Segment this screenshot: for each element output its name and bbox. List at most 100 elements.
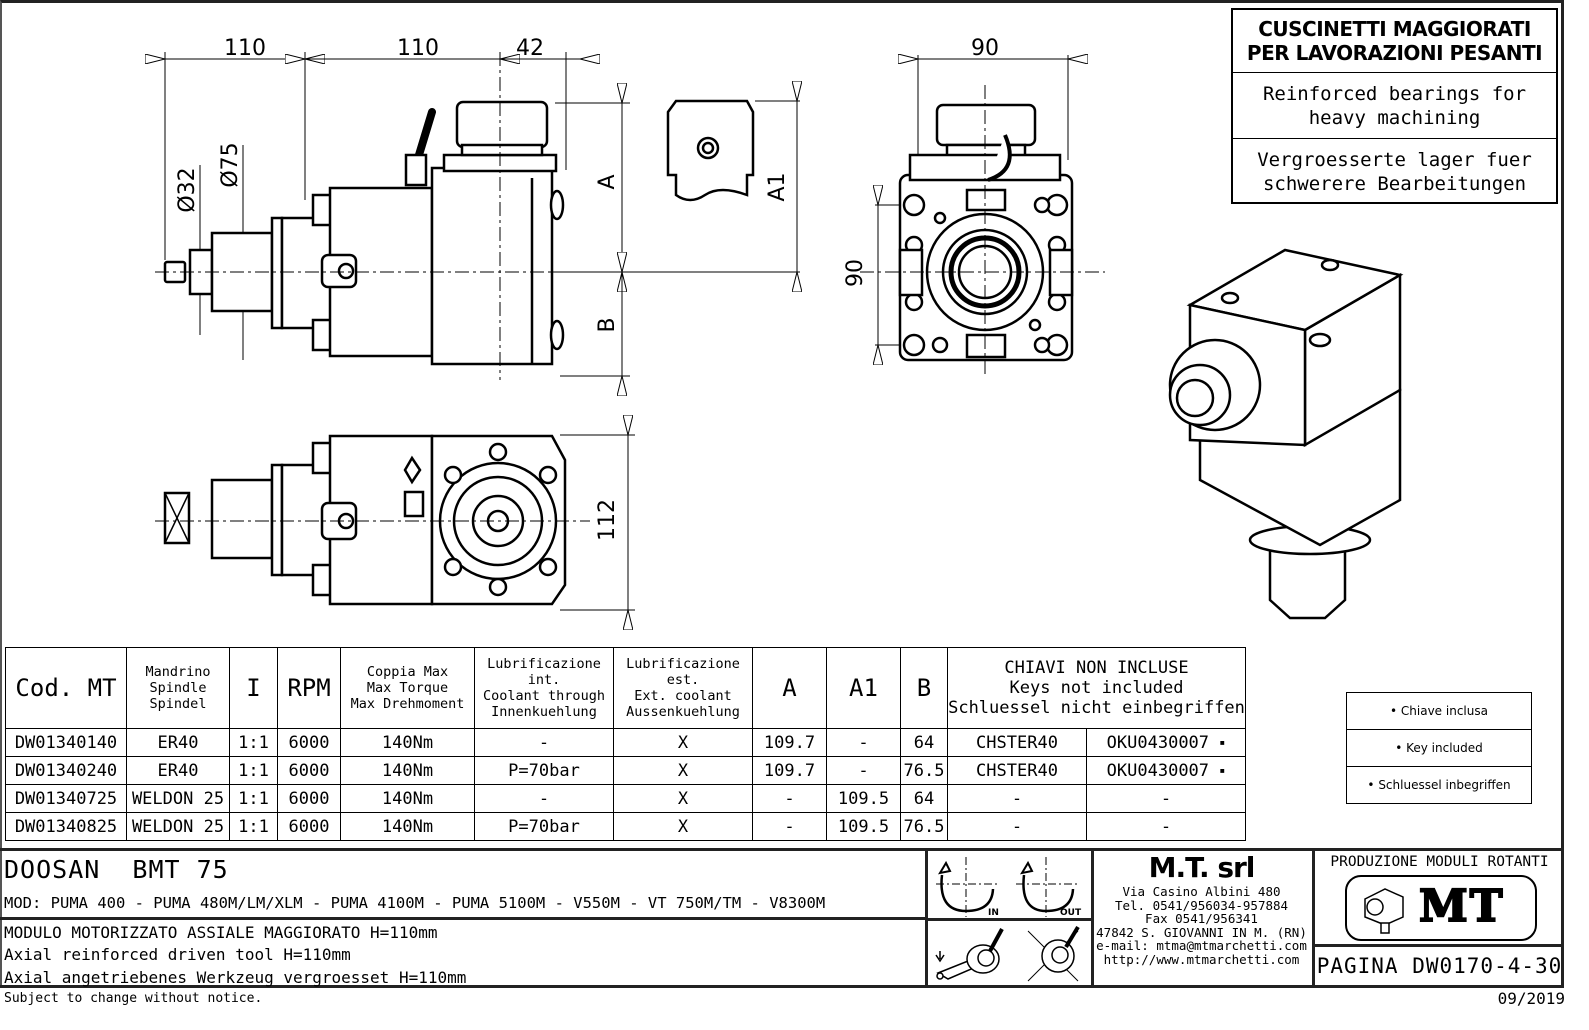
header-torque-it: Coppia Max	[366, 664, 449, 680]
note-it-line1: CUSCINETTI MAGGIORATI	[1258, 17, 1531, 41]
wrench-correct-icon	[935, 928, 1004, 980]
key-legend: • Chiave inclusa • Key included • Schlue…	[1346, 692, 1532, 804]
compatible-models: MOD: PUMA 400 - PUMA 480M/LM/XLM - PUMA …	[4, 894, 826, 912]
cell-spindle: WELDON 25	[126, 784, 230, 813]
cell-rpm: 6000	[277, 784, 341, 813]
key-included-marker: ▪	[1219, 765, 1226, 776]
dim-width-90: 90	[971, 36, 999, 61]
cell-spindle: ER40	[126, 728, 230, 757]
cell-b: 76.5	[900, 756, 948, 785]
page-number: PAGINA DW0170-4-30	[1315, 944, 1564, 985]
cell-key2: OKU0430007 ▪	[1086, 728, 1246, 757]
header-a: A	[752, 647, 827, 729]
table-row: DW01340240 ER40 1:1 6000 140Nm P=70bar X…	[5, 756, 1246, 785]
technical-drawing: 110 110 42 Ø32 Ø75 A B A1 90 90 112	[0, 36, 1404, 645]
header-rpm: RPM	[277, 647, 341, 729]
description-de: Axial angetriebenes Werkzeug vergroesset…	[4, 968, 467, 987]
divider	[928, 918, 1091, 921]
rotation-out-icon	[1016, 857, 1078, 917]
machine-name: DOOSAN BMT 75	[4, 855, 229, 884]
company-city: 47842 S. GIOVANNI IN M. (RN)	[1096, 924, 1307, 940]
cell-coolant-int: P=70bar	[474, 756, 614, 785]
legend-de: • Schluessel inbegriffen	[1367, 778, 1511, 792]
company-website[interactable]: http://www.mtmarchetti.com	[1103, 951, 1300, 967]
header-coolant-ext: Lubrificazione est. Ext. coolant Aussenk…	[613, 647, 753, 729]
note-italian: CUSCINETTI MAGGIORATI PER LAVORAZIONI PE…	[1233, 10, 1556, 73]
note-en-line2: heavy machining	[1308, 106, 1481, 129]
company-tel: Tel. 0541/956034-957884	[1114, 897, 1289, 913]
header-keys-it: CHIAVI NON INCLUSE	[1004, 658, 1189, 678]
header-coolant-int: Lubrificazione int. Coolant through Inne…	[474, 647, 614, 729]
company-address: Via Casino Albini 480	[1122, 884, 1281, 899]
brand-block: PRODUZIONE MODULI ROTANTI MT PAGINA DW01…	[1312, 851, 1564, 985]
cell-a1: -	[826, 728, 901, 757]
dim-height-90: 90	[843, 259, 868, 287]
cell-coolant-int: -	[474, 784, 614, 813]
note-de-line2: schwerere Bearbeitungen	[1262, 172, 1527, 195]
legend-en: • Key included	[1347, 730, 1531, 767]
cell-key1: CHSTER40	[947, 756, 1087, 785]
change-notice: Subject to change without notice.	[4, 991, 263, 1006]
rotation-icons: IN OUT	[925, 851, 1094, 985]
description-it: MODULO MOTORIZZATO ASSIALE MAGGIORATO H=…	[4, 923, 438, 942]
note-english: Reinforced bearings for heavy machining	[1233, 73, 1556, 139]
key2-code: OKU0430007	[1106, 760, 1210, 781]
cell-ratio: 1:1	[229, 728, 278, 757]
rotation-in-label: IN	[988, 908, 999, 918]
key-included-marker: ▪	[1219, 737, 1226, 748]
dim-offset: 42	[516, 36, 544, 61]
divider	[0, 917, 925, 920]
cell-code: DW01340825	[5, 812, 127, 841]
cell-code: DW01340240	[5, 756, 127, 785]
dim-diameter-75: Ø75	[218, 142, 243, 187]
rotation-in-icon	[936, 857, 998, 917]
cell-ratio: 1:1	[229, 784, 278, 813]
note-de-line1: Vergroesserte lager fuer	[1257, 148, 1532, 171]
cell-coolant-int: -	[474, 728, 614, 757]
cell-a: 109.7	[752, 728, 827, 757]
header-torque-de: Max Drehmoment	[350, 696, 465, 712]
header-code: Cod. MT	[5, 647, 127, 729]
table-row: DW01340140 ER40 1:1 6000 140Nm - X 109.7…	[5, 728, 1246, 757]
cell-a: -	[752, 784, 827, 813]
note-en-line1: Reinforced bearings for	[1262, 82, 1527, 105]
cell-key2: -	[1086, 784, 1246, 813]
dim-label-b: B	[595, 317, 620, 332]
cell-a1: -	[826, 756, 901, 785]
table-row: DW01340725 WELDON 25 1:1 6000 140Nm - X …	[5, 784, 1246, 813]
cell-rpm: 6000	[277, 812, 341, 841]
spec-table: Cod. MT Mandrino Spindle Spindel I RPM C…	[5, 647, 1246, 841]
header-coolant-ext-en: Ext. coolant	[634, 688, 732, 704]
cell-rpm: 6000	[277, 728, 341, 757]
revision-date: 09/2019	[1497, 989, 1565, 1008]
cell-b: 64	[900, 784, 948, 813]
cell-key2: OKU0430007 ▪	[1086, 756, 1246, 785]
header-b: B	[900, 647, 948, 729]
cell-coolant-int: P=70bar	[474, 812, 614, 841]
title-block-description: DOOSAN BMT 75 MOD: PUMA 400 - PUMA 480M/…	[0, 851, 925, 987]
note-german: Vergroesserte lager fuer schwerere Bearb…	[1233, 139, 1556, 204]
table-header-row: Cod. MT Mandrino Spindle Spindel I RPM C…	[5, 647, 1246, 729]
cell-coolant-ext: X	[613, 728, 753, 757]
logo-text: MT	[1418, 880, 1505, 933]
company-fax: Fax 0541/956341	[1145, 911, 1258, 926]
cell-code: DW01340725	[5, 784, 127, 813]
dim-length-2: 110	[397, 36, 439, 61]
cell-key1: -	[947, 784, 1087, 813]
header-coolant-int-de: Innenkuehlung	[491, 704, 597, 720]
legend-it: • Chiave inclusa	[1347, 693, 1531, 730]
drawing-frame	[0, 0, 1564, 988]
dim-label-a: A	[595, 174, 620, 189]
header-coolant-int-en: Coolant through	[483, 688, 605, 704]
header-coolant-ext-de: Aussenkuehlung	[626, 704, 740, 720]
cell-ratio: 1:1	[229, 756, 278, 785]
header-ratio: I	[229, 647, 278, 729]
dim-length-1: 110	[224, 36, 266, 61]
cell-spindle: WELDON 25	[126, 812, 230, 841]
company-email[interactable]: e-mail: mtma@mtmarchetti.com	[1096, 938, 1307, 953]
title-block: DOOSAN BMT 75 MOD: PUMA 400 - PUMA 480M/…	[0, 848, 1564, 988]
key2-code: -	[1160, 788, 1172, 809]
cell-torque: 140Nm	[340, 784, 475, 813]
description-en: Axial reinforced driven tool H=110mm	[4, 945, 351, 964]
key2-code: -	[1160, 816, 1172, 837]
